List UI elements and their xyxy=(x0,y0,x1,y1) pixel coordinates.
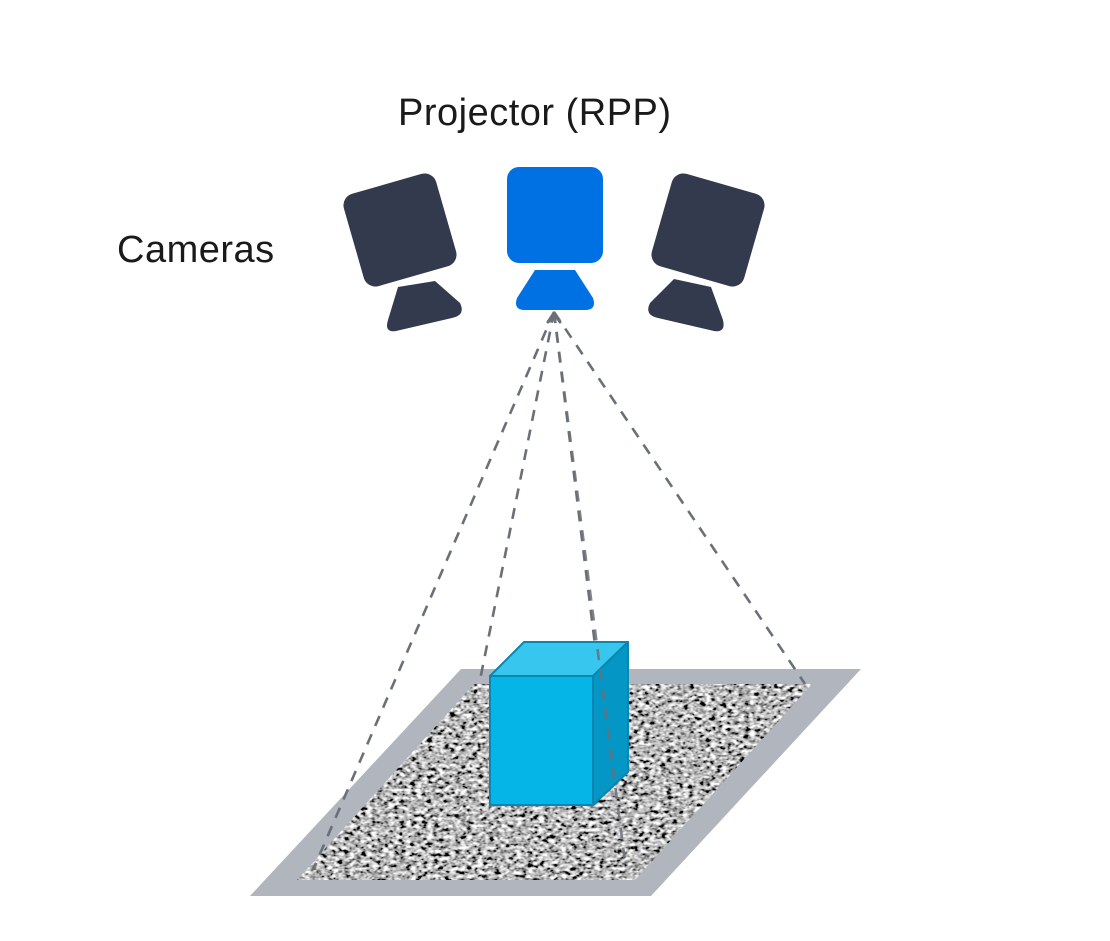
projector-lens xyxy=(516,270,594,310)
left-camera-body xyxy=(343,173,457,287)
projector-body xyxy=(507,167,603,263)
cube xyxy=(489,641,629,806)
right-camera xyxy=(648,173,765,332)
ray-2 xyxy=(478,311,556,681)
projector-label: Projector (RPP) xyxy=(398,92,672,134)
ray-5 xyxy=(552,311,807,685)
left-camera xyxy=(343,173,462,332)
projection-rays xyxy=(311,311,807,871)
right-camera-body xyxy=(651,173,765,287)
left-camera-lens xyxy=(387,281,462,332)
right-camera-lens xyxy=(648,279,724,332)
projector xyxy=(507,167,603,310)
cameras-label: Cameras xyxy=(117,229,275,271)
ray-4 xyxy=(552,311,627,863)
ray-1 xyxy=(311,311,556,871)
cube-front-face xyxy=(489,675,594,806)
